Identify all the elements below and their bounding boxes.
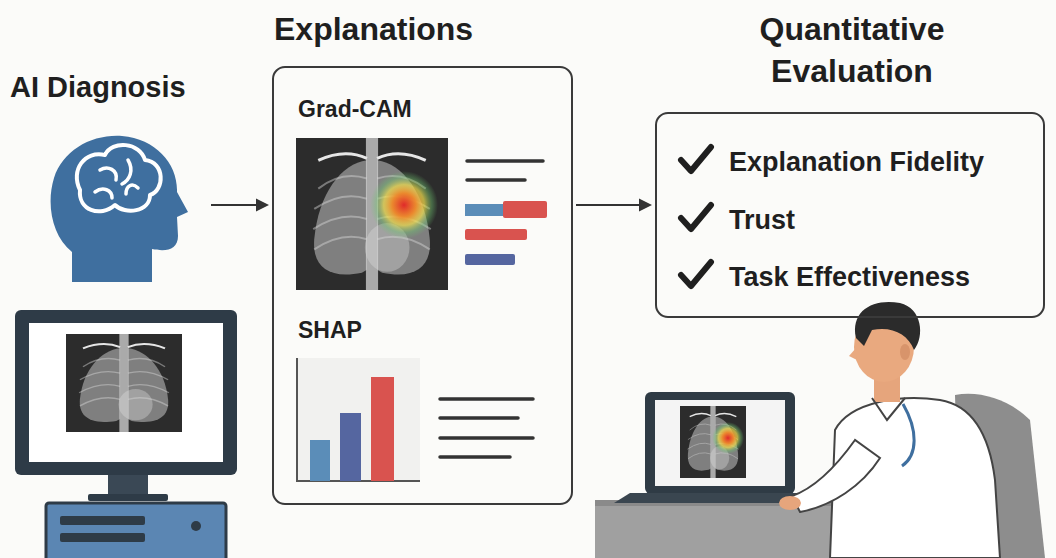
- check-mark: [681, 205, 711, 229]
- evaluation-box: Quantitative EvaluationExplanation Fidel…: [655, 112, 1045, 318]
- diagnosis-group: AI Diagnosis: [8, 70, 208, 288]
- check-mark: [681, 147, 711, 171]
- flow-arrow: [211, 199, 269, 212]
- xray-image: [66, 334, 182, 432]
- computer-monitor: [15, 310, 237, 558]
- head-icon: [51, 136, 188, 282]
- criterion-text: Task Effectiveness: [729, 261, 970, 293]
- arrow-line: [211, 204, 259, 206]
- explanation-box: ExplanationsGrad-CAMSHAP: [272, 66, 573, 505]
- criterion-text: Trust: [729, 204, 795, 236]
- arrow-line: [576, 204, 642, 206]
- shap-illustration: [296, 358, 533, 482]
- method-name: Grad-CAM: [298, 96, 412, 124]
- method-name: SHAP: [298, 317, 362, 345]
- arrow-head: [256, 199, 269, 212]
- criterion-text: Explanation Fidelity: [729, 146, 984, 178]
- flow-arrow: [576, 199, 652, 212]
- section-heading: AI Diagnosis: [10, 70, 186, 105]
- arrow-head: [639, 199, 652, 212]
- section-heading: Explanations: [274, 10, 473, 48]
- clinician-figure: [595, 302, 1045, 558]
- section-heading: Quantitative Evaluation: [727, 8, 977, 92]
- gradcam-illustration: [296, 138, 547, 290]
- check-mark: [681, 262, 711, 286]
